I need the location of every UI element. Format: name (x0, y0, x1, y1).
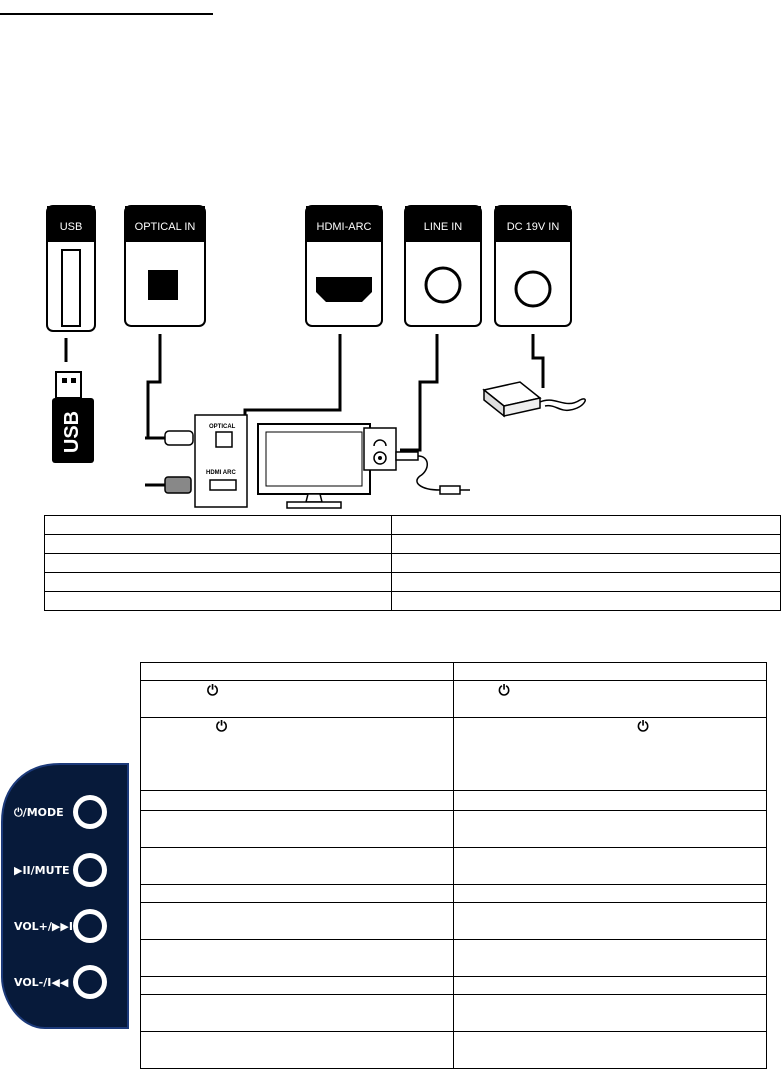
tv-optical-label: OPTICAL (209, 424, 236, 430)
table-row (139, 810, 767, 848)
ports-table (44, 515, 781, 611)
usb-stick-icon: USB (52, 371, 94, 463)
table-row (44, 515, 781, 535)
table-row (139, 662, 767, 681)
hdmi-plug-icon (145, 476, 192, 494)
tv-hdmi-arc-label: HDMI ARC (206, 470, 236, 476)
table-row (44, 534, 781, 554)
optical-in-port: OPTICAL IN (124, 205, 206, 327)
power-icon: ⏻ (207, 683, 219, 699)
table-row (139, 847, 767, 885)
power-adapter-icon (482, 381, 586, 418)
mode-button-label: ⏻/MODE (14, 806, 64, 819)
table-row (44, 572, 781, 592)
usb-port: USB (46, 205, 96, 332)
table-row (139, 939, 767, 977)
line-in-label: LINE IN (424, 221, 463, 233)
usb-stick-label: USB (61, 411, 83, 453)
line-in-port: LINE IN (404, 205, 482, 327)
connection-diagram: USB OPTICAL IN HDMI-ARC LINE IN DC 19V I… (46, 205, 586, 509)
dc-in-label: DC 19V IN (507, 221, 560, 233)
table-row (44, 553, 781, 573)
play-mute-button-label: ▶II/MUTE (14, 864, 70, 877)
power-icon: ⏻ (216, 719, 228, 735)
optical-in-label: OPTICAL IN (135, 221, 196, 233)
vol-up-button-label: VOL+/▶▶I (14, 920, 73, 933)
power-icon: ⏻ (637, 719, 649, 735)
usb-port-label: USB (60, 221, 83, 233)
table-row (139, 902, 767, 940)
table-row (139, 1031, 767, 1069)
hdmi-arc-port: HDMI-ARC (305, 205, 383, 327)
play-mute-button[interactable]: ▶II/MUTE (14, 853, 107, 887)
table-row (44, 591, 781, 611)
vol-down-button[interactable]: VOL-/I◀◀ (14, 965, 107, 999)
mode-button[interactable]: ⏻/MODE (14, 795, 107, 829)
optical-plug-icon (145, 430, 194, 446)
table-row: ⏻ ⏻ (139, 680, 767, 718)
vol-up-button[interactable]: VOL+/▶▶I (14, 909, 107, 943)
headphone-jack-icon (363, 427, 397, 471)
table-row (139, 976, 767, 995)
table-row (139, 790, 767, 811)
tv-icon (257, 423, 371, 509)
header-rule (0, 13, 213, 15)
table-row: ⏻ ⏻ (139, 717, 767, 791)
power-icon: ⏻ (498, 683, 510, 699)
hdmi-arc-label: HDMI-ARC (317, 221, 372, 233)
table-row (139, 994, 767, 1032)
aux-cable-icon (395, 451, 470, 495)
dc-in-port: DC 19V IN (494, 205, 572, 327)
vol-down-button-label: VOL-/I◀◀ (14, 976, 69, 989)
controls-table: ⏻ ⏻ ⏻ ⏻ (139, 662, 767, 1069)
control-panel: ⏻/MODE ▶II/MUTE VOL+/▶▶I VOL-/I◀◀ (1, 763, 129, 1029)
tv-connector-panel: OPTICAL HDMI ARC (194, 414, 248, 508)
table-row (139, 884, 767, 903)
